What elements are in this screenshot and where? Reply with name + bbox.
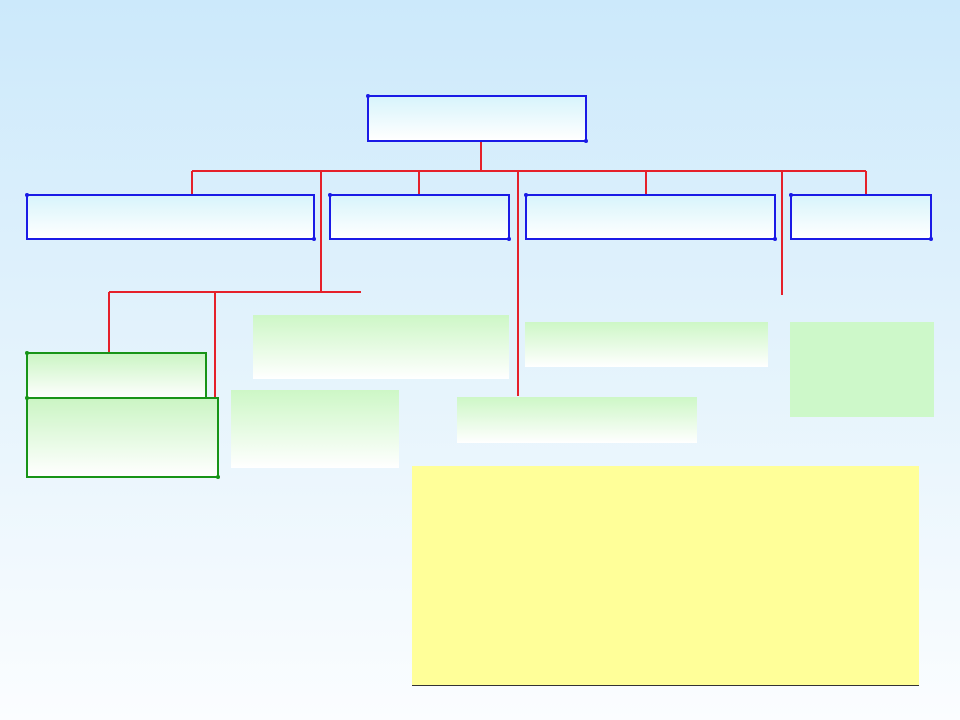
note-box-3	[525, 322, 768, 367]
subnode-2[interactable]	[25, 396, 220, 479]
level1-node-3[interactable]	[524, 193, 777, 241]
detail-panel	[412, 466, 919, 686]
note-box-4	[457, 397, 697, 443]
subnode-1[interactable]	[25, 351, 208, 401]
level1-node-1[interactable]	[25, 193, 316, 241]
note-box-2	[231, 390, 399, 468]
note-box-1	[253, 315, 509, 379]
root-node[interactable]	[366, 94, 588, 143]
level1-node-2[interactable]	[328, 193, 511, 241]
level1-node-4[interactable]	[789, 193, 933, 241]
note-box-5	[790, 322, 934, 417]
